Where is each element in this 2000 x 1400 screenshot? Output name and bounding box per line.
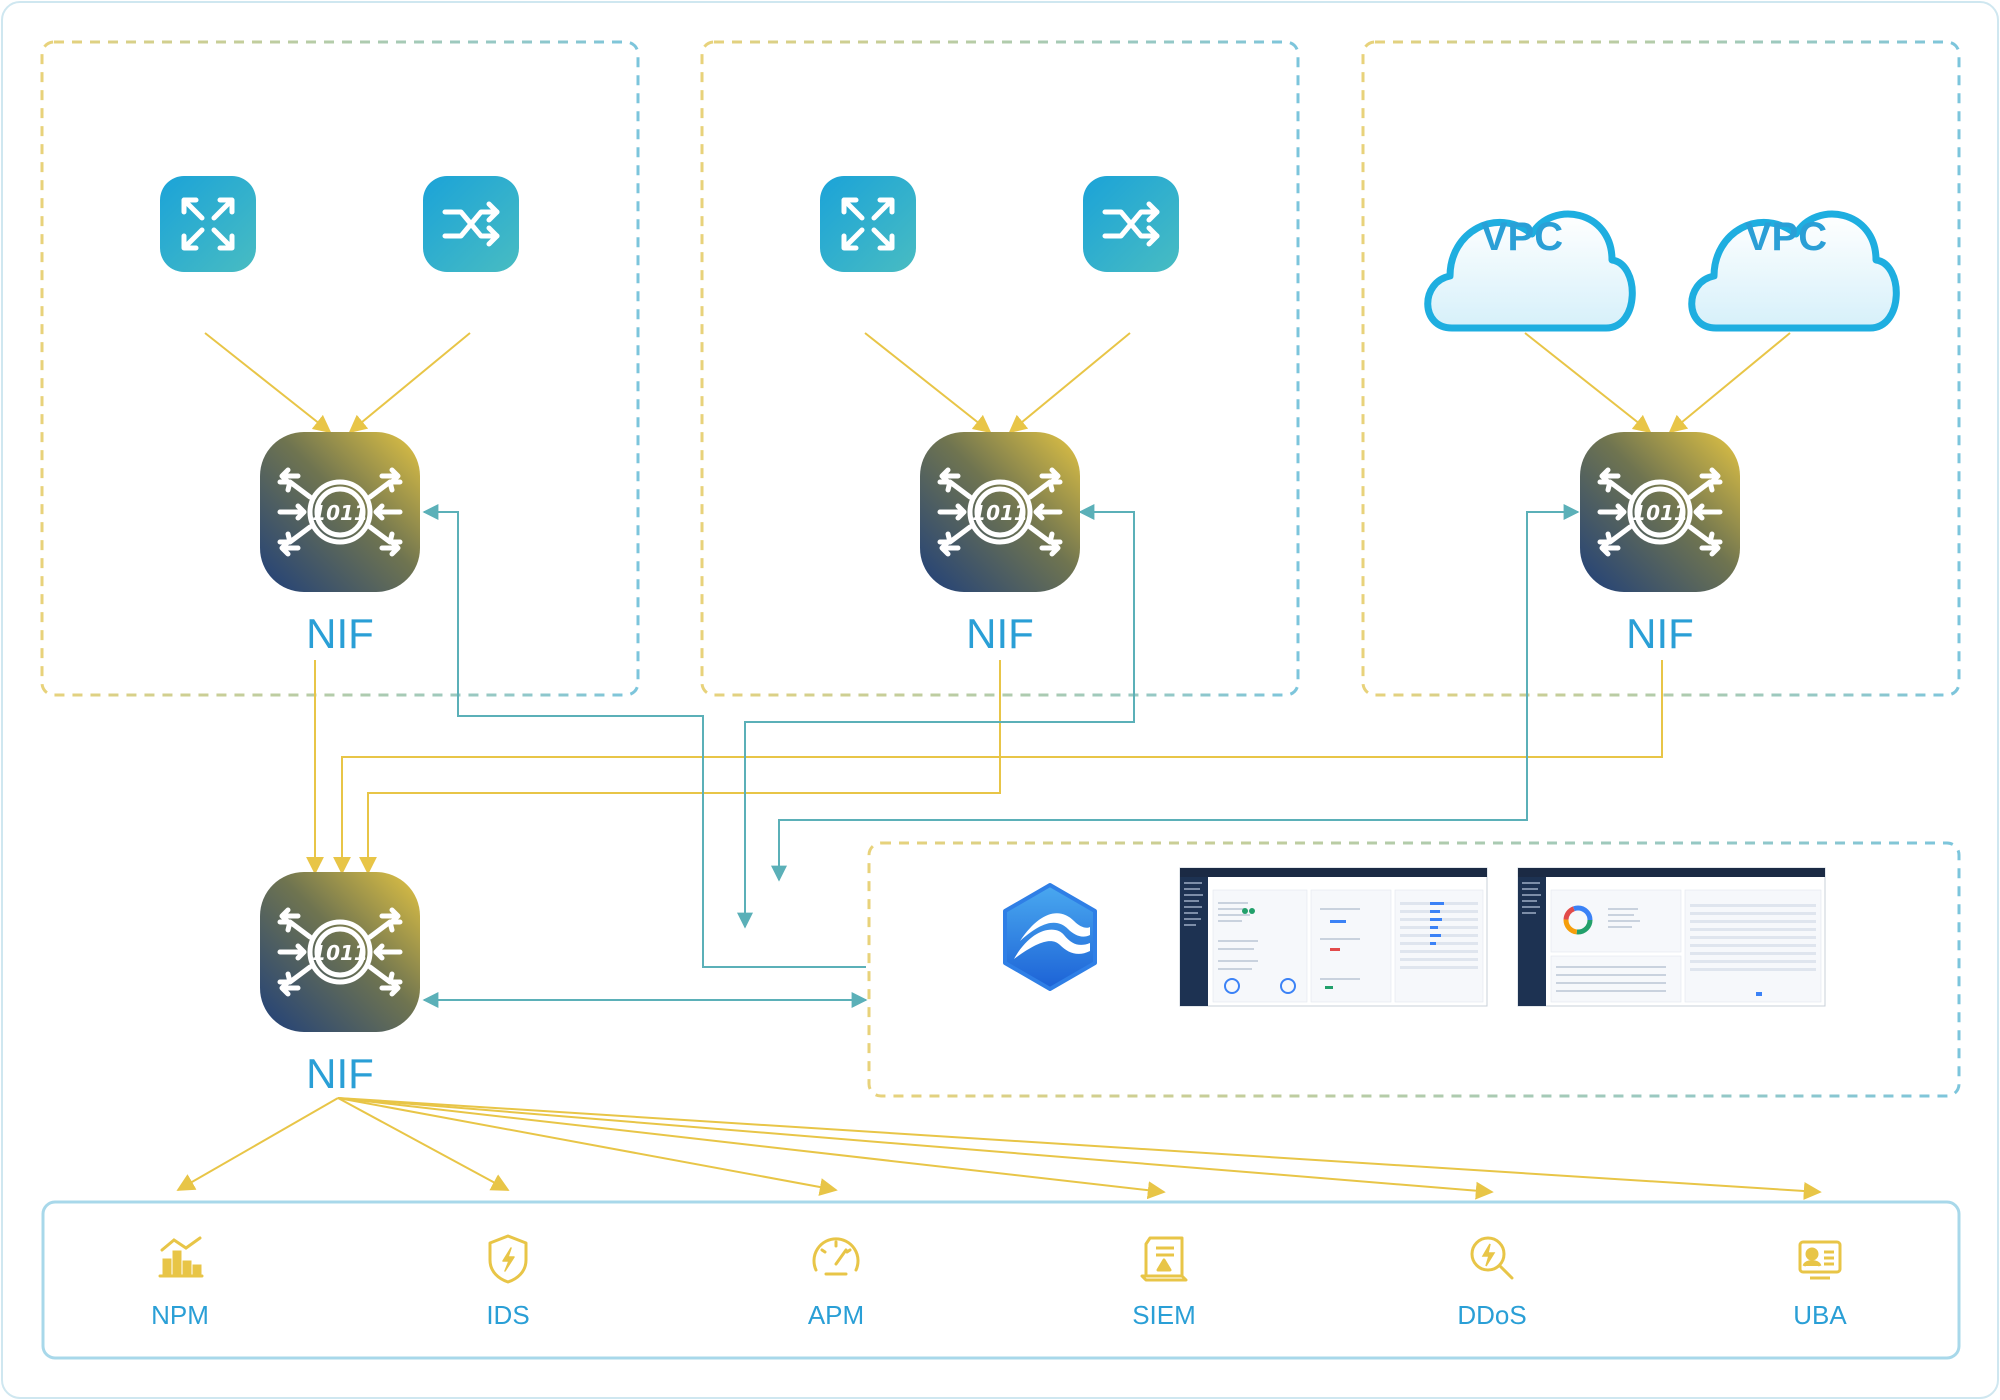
tool-ddos[interactable]: DDoS [1457, 1236, 1527, 1330]
tools-panel [41, 1200, 1961, 1360]
vpc-cloud-2: VPC [1692, 214, 1897, 328]
nif-device-icon [260, 872, 420, 1032]
dashboard-screenshot-overview[interactable] [1179, 867, 1488, 1007]
nif-node-region-1[interactable]: NIF [260, 432, 420, 657]
ingress-flows [204, 332, 1791, 434]
tool-label: APM [808, 1300, 864, 1330]
nif-device-icon [260, 432, 420, 592]
tool-label: NPM [151, 1300, 209, 1330]
nif-device-icon [1580, 432, 1740, 592]
management-links [422, 504, 1580, 1008]
region-box-2 [700, 40, 1300, 697]
switch-icon [423, 176, 519, 272]
controller-logo [1003, 883, 1097, 991]
monitoring-tools: NPM IDS APM [151, 1234, 1847, 1330]
switch-icon [1083, 176, 1179, 272]
router-icon [820, 176, 916, 272]
nif-label: NIF [966, 610, 1034, 657]
tool-label: DDoS [1457, 1300, 1526, 1330]
tool-npm[interactable]: NPM [151, 1236, 209, 1330]
region-box-3-cloud [1361, 40, 1961, 697]
nif-device-icon [920, 432, 1080, 592]
npm-chart-icon [158, 1236, 204, 1278]
region-box-1 [40, 40, 640, 697]
nif-label: NIF [306, 610, 374, 657]
nif-node-region-3[interactable]: NIF [1580, 432, 1740, 657]
ddos-search-icon [1470, 1236, 1514, 1280]
tool-label: UBA [1793, 1300, 1847, 1330]
nif-node-aggregator[interactable]: NIF [260, 872, 420, 1097]
tool-apm[interactable]: APM [808, 1237, 864, 1330]
nif-node-region-2[interactable]: NIF [920, 432, 1080, 657]
nif-label: NIF [306, 1050, 374, 1097]
nif-label: NIF [1626, 610, 1694, 657]
siem-document-icon [1140, 1236, 1188, 1282]
egress-flows [176, 1097, 1822, 1200]
tool-label: SIEM [1132, 1300, 1196, 1330]
ids-shield-icon [488, 1234, 528, 1284]
apm-gauge-icon [812, 1237, 860, 1276]
router-icon [160, 176, 256, 272]
dashboard-screenshot-applications[interactable] [1517, 867, 1826, 1007]
uba-profile-icon [1798, 1240, 1842, 1280]
tool-siem[interactable]: SIEM [1132, 1236, 1196, 1330]
vpc-cloud-1: VPC [1428, 214, 1633, 328]
vpc-label: VPC [1745, 215, 1827, 259]
tool-label: IDS [486, 1300, 529, 1330]
tool-ids[interactable]: IDS [486, 1234, 530, 1330]
tool-uba[interactable]: UBA [1793, 1240, 1847, 1330]
vpc-label: VPC [1481, 215, 1563, 259]
